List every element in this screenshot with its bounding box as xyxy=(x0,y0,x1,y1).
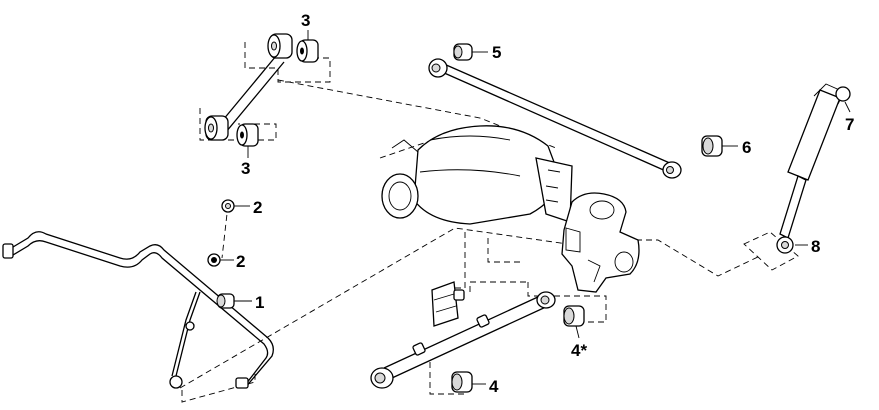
lower-arm-line xyxy=(469,281,530,292)
differential-cover xyxy=(381,173,419,219)
shock-upper-eye xyxy=(835,86,851,102)
upper-link-arm xyxy=(204,33,293,141)
shock-absorber xyxy=(776,83,851,254)
callout-4: 4 xyxy=(489,377,499,396)
bushing-3-bottom-box xyxy=(199,108,277,141)
bushing-3-top xyxy=(296,39,319,63)
callout-2-upper: 2 xyxy=(253,198,262,217)
lateral-rod-end-left xyxy=(428,58,448,78)
axle-bracket xyxy=(535,157,573,223)
stabilizer-link-mid-joint xyxy=(185,321,195,331)
stabilizer-link-lower-joint xyxy=(169,375,183,389)
bracket-line-b xyxy=(487,238,520,263)
bushing-3-bottom xyxy=(236,123,259,147)
stabilizer-end-right xyxy=(235,377,249,389)
callout-7: 7 xyxy=(845,115,854,134)
stabilizer-link xyxy=(175,291,201,377)
callout-3-bottom: 3 xyxy=(241,159,250,178)
callout-5: 5 xyxy=(492,43,501,62)
bushing-2-stack-line xyxy=(221,204,229,259)
shock-lower-bushing-box xyxy=(743,231,799,271)
upper-link-bushing-top xyxy=(267,33,293,59)
stabilizer-to-axle-line xyxy=(179,227,611,389)
bushing-5 xyxy=(453,43,473,61)
lateral-rod-end-right xyxy=(662,161,682,179)
lower-arm-bushing-line xyxy=(429,362,468,395)
bushing-6 xyxy=(701,135,723,157)
callout-1: 1 xyxy=(255,293,264,312)
shock-upper-body xyxy=(787,89,841,181)
bushing-4star xyxy=(563,305,585,327)
lower-arm-end-right xyxy=(536,291,556,309)
differential-housing xyxy=(381,125,573,225)
axle-mount-right xyxy=(561,192,640,293)
callout-leaders xyxy=(220,30,851,385)
bushing-4 xyxy=(451,371,473,393)
lower-control-arm xyxy=(370,291,556,389)
callout-8: 8 xyxy=(811,237,820,256)
bushing-3-top-box xyxy=(244,42,331,83)
callout-labels: 3 3 5 6 7 8 2 2 1 4 4* xyxy=(236,11,854,396)
callout-3-top: 3 xyxy=(301,11,310,30)
callout-6: 6 xyxy=(742,138,751,157)
callout-2-lower: 2 xyxy=(236,252,245,271)
shock-lower-rod xyxy=(779,175,807,239)
stabilizer-end-left xyxy=(2,243,14,259)
bump-stop-bracket xyxy=(431,281,465,327)
callout-4-star: 4* xyxy=(571,341,587,360)
bushing-2-lower xyxy=(207,253,221,267)
bracket-drop-line xyxy=(448,232,466,289)
bushing-1 xyxy=(216,293,235,309)
bushing-4star-box xyxy=(527,282,607,323)
bushing-2-upper xyxy=(221,199,235,213)
shock-mount-line xyxy=(636,239,761,277)
stabilizer-bar xyxy=(2,231,274,389)
upper-link-bushing-bottom xyxy=(204,115,229,141)
lateral-rod xyxy=(428,58,682,179)
lower-arm-end-left xyxy=(370,367,394,389)
